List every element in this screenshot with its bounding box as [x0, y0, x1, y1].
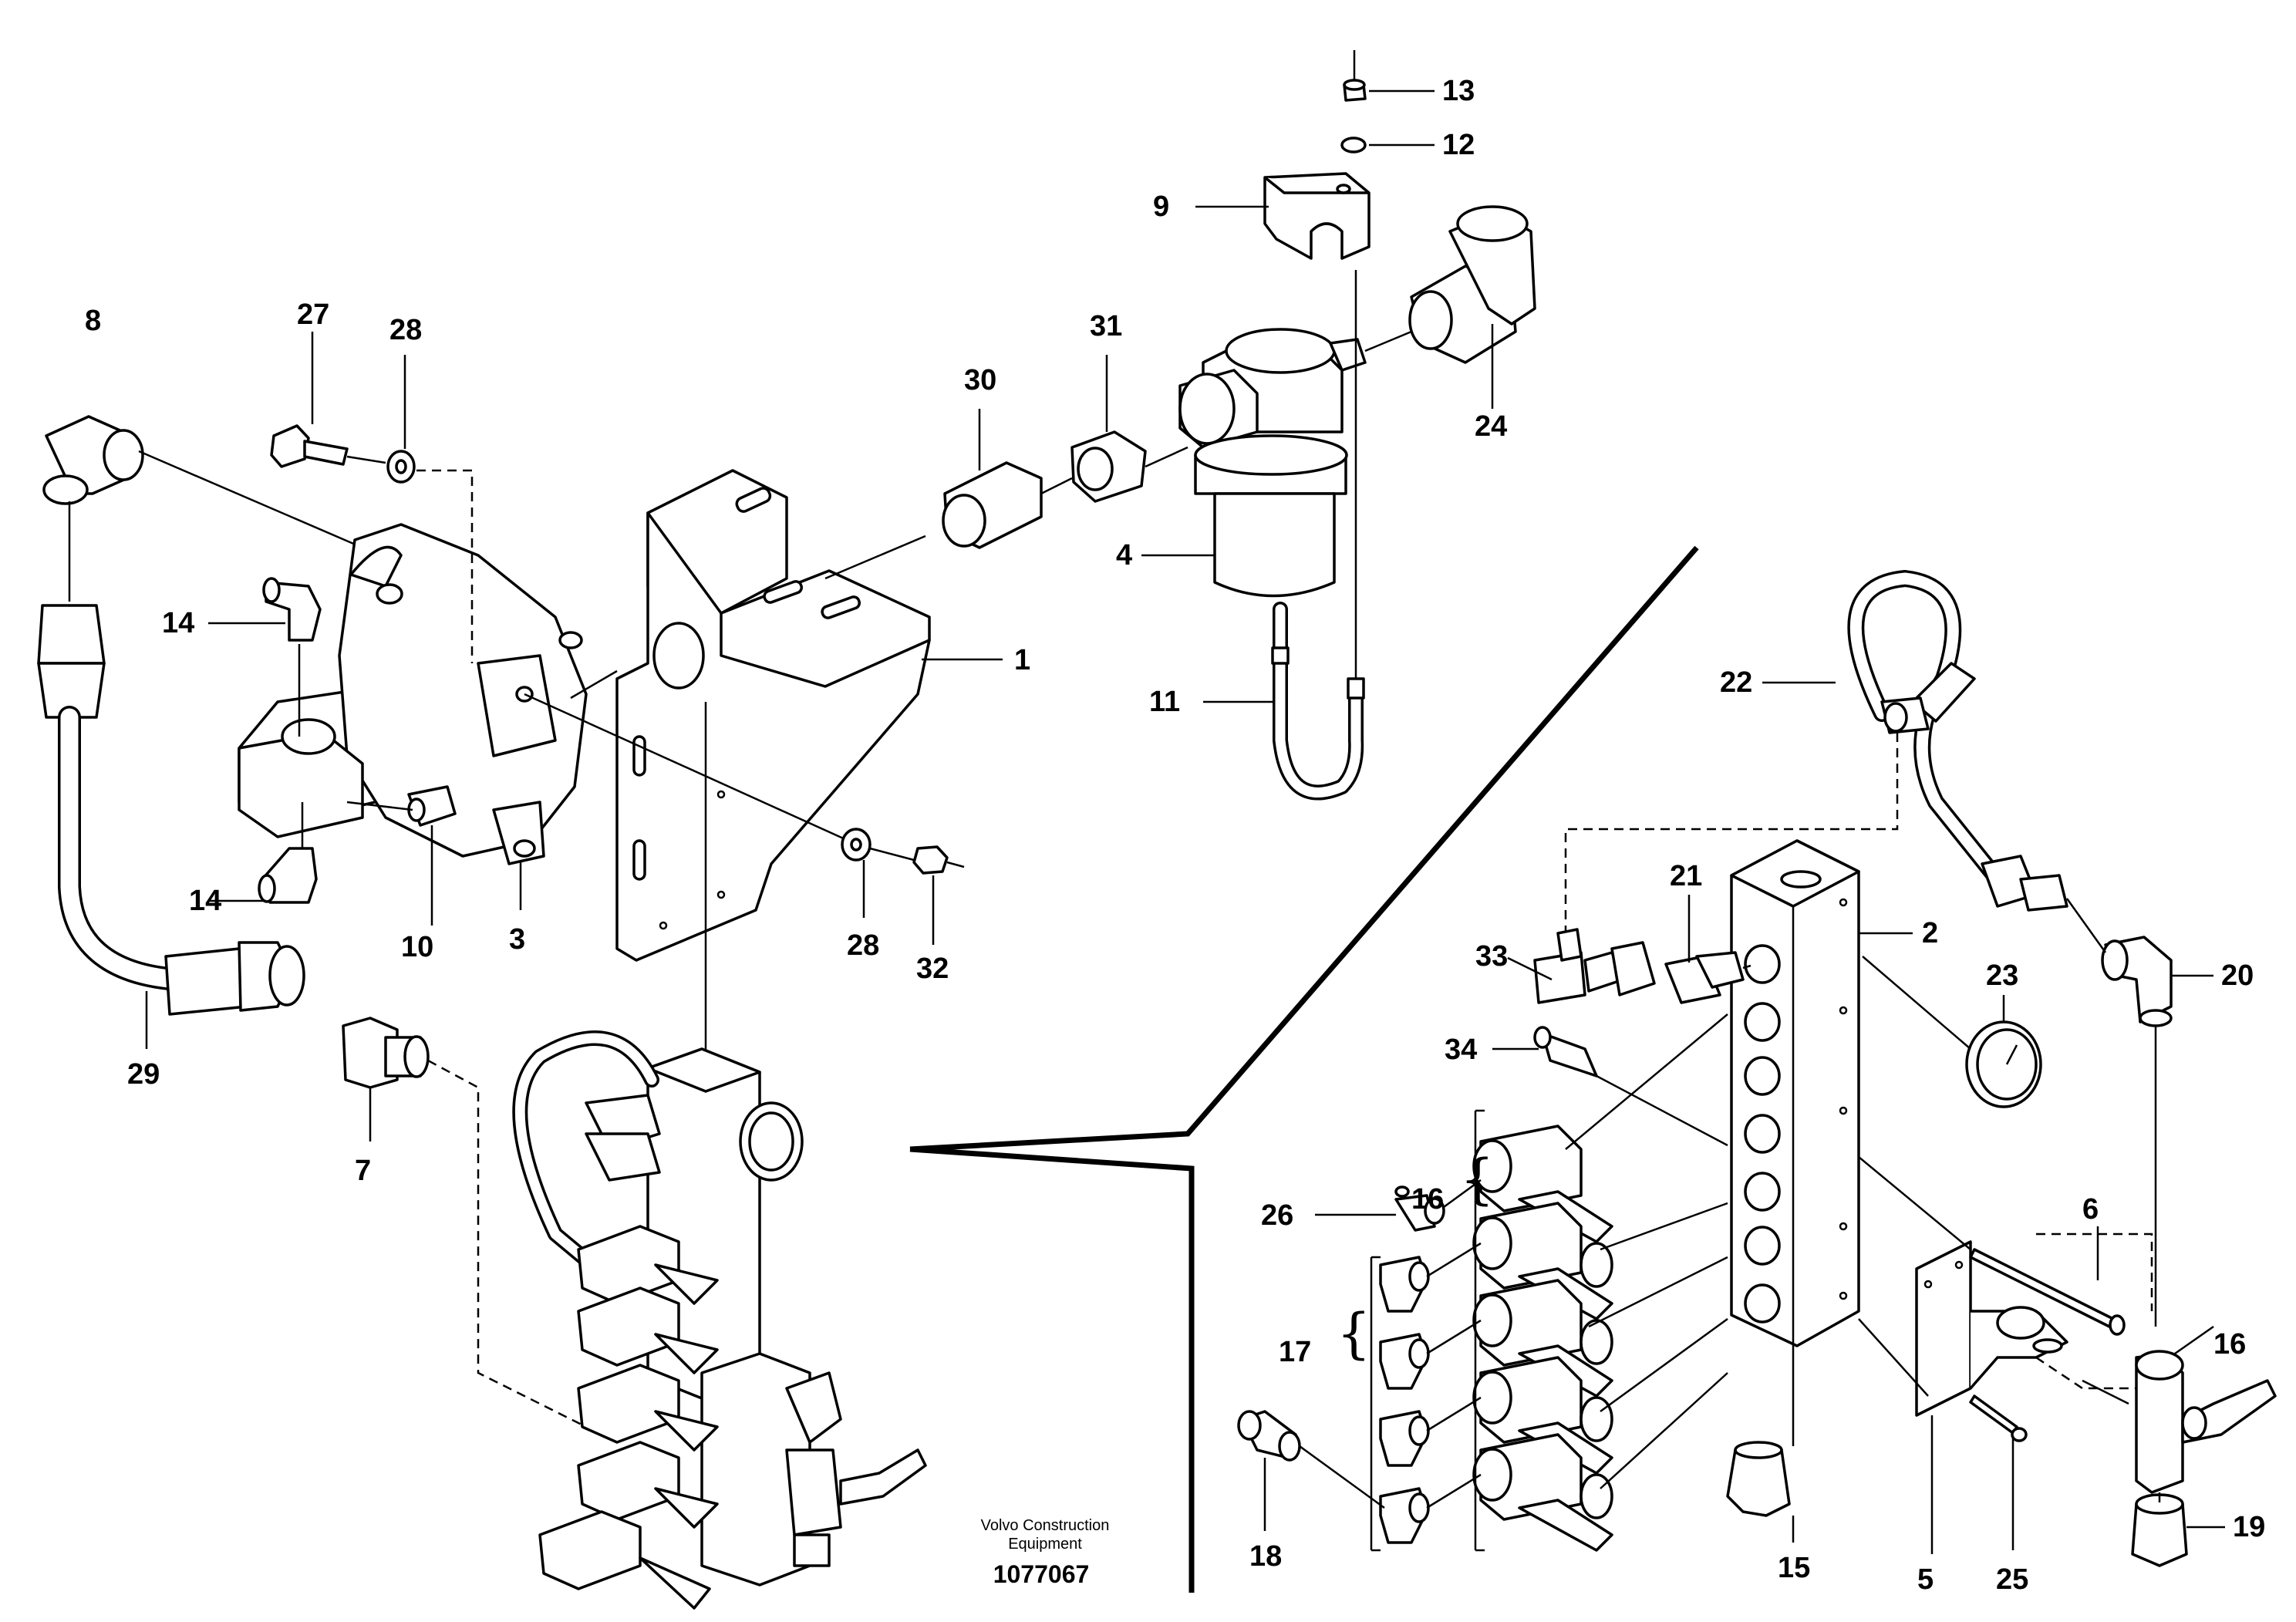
nipple-7	[342, 1017, 430, 1089]
elbow-fitting-24	[1408, 205, 1536, 364]
callout-9: 9	[1153, 191, 1169, 223]
callout-28-upper: 28	[389, 314, 422, 346]
bolt-27	[270, 424, 349, 468]
adapter-30	[942, 461, 1043, 549]
elbow-fitting-8	[42, 415, 144, 505]
callout-13: 13	[1442, 75, 1475, 107]
callout-16-left: 16	[1411, 1183, 1444, 1216]
clamp-9	[1263, 172, 1371, 260]
bolt-6	[1969, 1248, 2126, 1336]
callout-24: 24	[1475, 410, 1507, 443]
pump-3	[238, 523, 588, 865]
callout-11: 11	[1149, 686, 1180, 718]
sensor-34	[1533, 1026, 1598, 1077]
callout-5: 5	[1917, 1563, 1934, 1596]
callout-14-lower: 14	[189, 885, 221, 917]
elbow-fitting-20	[2101, 936, 2173, 1027]
callout-16-right: 16	[2213, 1328, 2246, 1361]
callout-8: 8	[85, 305, 101, 337]
callout-18: 18	[1249, 1540, 1282, 1573]
nut-19	[2131, 1493, 2188, 1567]
callout-2: 2	[1922, 917, 1938, 949]
callout-14-upper: 14	[162, 607, 194, 639]
ball-valve-16-right	[2135, 1350, 2277, 1494]
brace-16: {	[1460, 1148, 1495, 1211]
elbow-column-17	[1379, 1256, 1430, 1544]
detail-pointer	[909, 545, 1699, 1593]
callout-19: 19	[2233, 1511, 2265, 1543]
nut-13	[1343, 79, 1367, 102]
ball-valve-33	[1533, 928, 1656, 1004]
valve-stack-16	[1472, 1125, 1613, 1552]
bracket-1	[615, 469, 931, 962]
callout-26: 26	[1261, 1199, 1293, 1232]
screw-25	[1969, 1394, 2028, 1442]
callout-15: 15	[1778, 1552, 1810, 1584]
callout-25: 25	[1996, 1563, 2028, 1596]
callout-7: 7	[355, 1155, 371, 1187]
manifold-block-2	[1730, 839, 1860, 1347]
callout-12: 12	[1442, 129, 1475, 161]
washer-28-upper	[386, 450, 416, 484]
pressure-gauge-23	[1965, 1020, 2042, 1108]
elbow-fitting-14-upper	[262, 577, 322, 642]
hose-22	[1847, 570, 2068, 912]
callout-3: 3	[509, 923, 525, 956]
filter-4	[1178, 328, 1367, 598]
callout-29: 29	[127, 1058, 160, 1091]
callout-30: 30	[964, 364, 996, 396]
callout-27: 27	[297, 298, 329, 331]
nut-31	[1070, 430, 1147, 503]
callout-33: 33	[1475, 940, 1508, 973]
callout-6: 6	[2082, 1193, 2099, 1226]
callout-34: 34	[1445, 1034, 1477, 1066]
elbow-fitting-14-lower	[258, 847, 318, 904]
washer-28-lower	[841, 828, 872, 862]
drain-tube-11	[1271, 602, 1365, 801]
callout-17: 17	[1279, 1336, 1311, 1368]
fitting-18	[1237, 1410, 1301, 1462]
callout-22: 22	[1720, 666, 1752, 699]
callout-1: 1	[1014, 644, 1030, 676]
callout-31: 31	[1090, 310, 1122, 342]
washer-12	[1340, 137, 1367, 153]
plug-15	[1726, 1441, 1791, 1517]
callout-32: 32	[916, 953, 949, 985]
fitting-10	[407, 785, 457, 827]
caption-company-line2: Equipment	[1008, 1536, 1082, 1553]
callout-10: 10	[401, 931, 433, 963]
figure-number: 1077067	[993, 1560, 1090, 1588]
callout-20: 20	[2221, 959, 2254, 992]
elbow-fitting-26	[1394, 1185, 1445, 1232]
bracket-5	[1915, 1240, 2068, 1417]
nut-32	[912, 845, 949, 875]
brace-17: {	[1337, 1302, 1371, 1365]
caption-company-line1: Volvo Construction	[981, 1517, 1110, 1534]
callout-28-lower: 28	[847, 929, 879, 962]
callout-21: 21	[1670, 860, 1702, 892]
hose-29	[37, 604, 305, 1016]
callout-4: 4	[1116, 539, 1132, 572]
manifold-assembly-small	[512, 1030, 927, 1610]
elbow-fitting-21	[1664, 951, 1745, 1004]
callout-23: 23	[1986, 959, 2018, 992]
